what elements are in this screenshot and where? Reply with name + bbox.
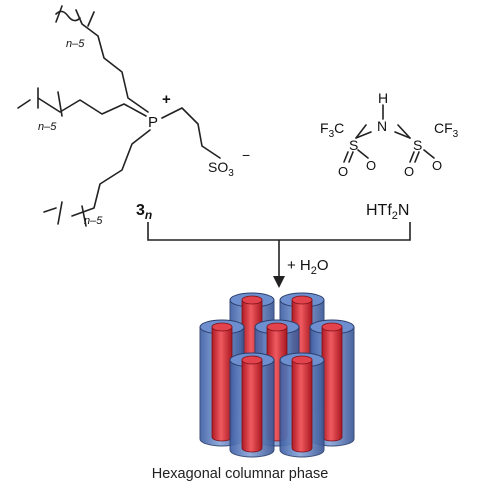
arrow-head bbox=[273, 276, 285, 288]
zwitterion-structure bbox=[17, 5, 221, 227]
sulfonate-group: SO3 bbox=[208, 159, 234, 179]
inner-rod-6 bbox=[241, 359, 263, 453]
acid-oxygen-4: O bbox=[432, 158, 442, 173]
rod-top-5 bbox=[321, 322, 343, 332]
acid-hydrogen: H bbox=[378, 90, 388, 106]
rod-top-1 bbox=[241, 295, 263, 305]
rod-top-4 bbox=[266, 322, 288, 332]
chain-repeat-label-top: n–5 bbox=[66, 38, 85, 50]
column-7 bbox=[279, 352, 325, 458]
compound-label: 3n bbox=[136, 202, 152, 222]
acid-oxygen-2: O bbox=[366, 158, 376, 173]
sulfonate-chain bbox=[161, 107, 221, 159]
column-6 bbox=[229, 352, 275, 458]
htf2n-structure bbox=[343, 104, 435, 163]
product-caption: Hexagonal columnar phase bbox=[151, 466, 329, 482]
left-alkyl-chain bbox=[37, 97, 147, 117]
positive-charge: + bbox=[162, 91, 171, 108]
acid-formula-label: HTf2N bbox=[366, 202, 409, 222]
acid-oxygen-3: O bbox=[404, 164, 414, 179]
chain-repeat-label-left: n–5 bbox=[38, 121, 57, 133]
hexagonal-column-array bbox=[199, 292, 355, 458]
acid-sulfur-right: S bbox=[413, 137, 422, 153]
inner-rod-5 bbox=[321, 326, 343, 442]
rod-top-6 bbox=[241, 355, 263, 365]
acid-nitrogen: N bbox=[377, 118, 387, 134]
acid-sulfur-left: S bbox=[349, 137, 358, 153]
acid-trifluoromethyl-left: F3C bbox=[320, 120, 344, 140]
bottom-alkyl-chain bbox=[71, 129, 151, 217]
acid-trifluoromethyl-right: CF3 bbox=[434, 120, 459, 140]
reaction-arrow bbox=[147, 222, 411, 278]
top-alkyl-chain bbox=[75, 9, 149, 113]
rod-top-3 bbox=[211, 322, 233, 332]
negative-charge: − bbox=[242, 147, 250, 163]
rod-top-7 bbox=[291, 355, 313, 365]
chain-repeat-label-bottom: n–5 bbox=[84, 215, 103, 227]
reagent-water: + H2O bbox=[287, 257, 329, 277]
inner-rod-3 bbox=[211, 326, 233, 442]
acid-oxygen-1: O bbox=[338, 164, 348, 179]
phosphorus-atom: P bbox=[148, 114, 158, 131]
rod-top-2 bbox=[291, 295, 313, 305]
inner-rod-7 bbox=[291, 359, 313, 453]
